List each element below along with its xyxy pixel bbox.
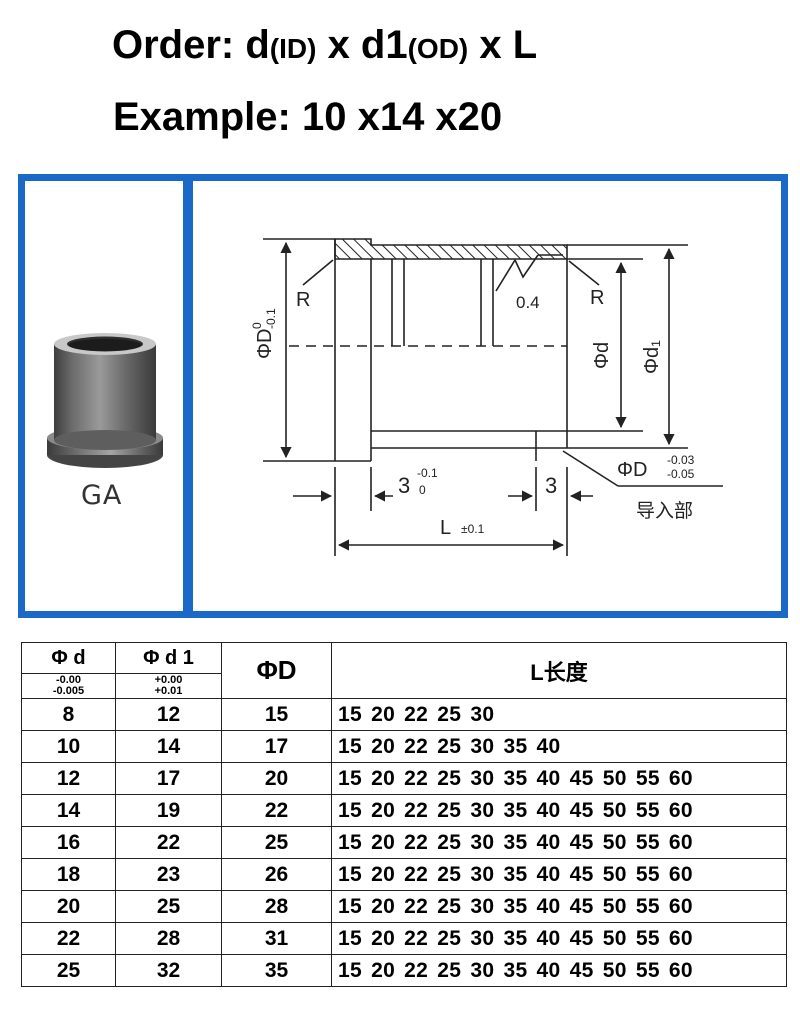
dim-3-left: 3 bbox=[398, 473, 410, 498]
cell-d1: 17 bbox=[115, 762, 222, 795]
cell-d1: 19 bbox=[115, 794, 222, 827]
cell-L: 15 20 22 25 30 35 40 45 50 55 60 bbox=[331, 922, 787, 955]
table-row: 20 25 28 15 20 22 25 30 35 40 45 50 55 6… bbox=[21, 890, 787, 923]
cell-d: 22 bbox=[21, 922, 116, 955]
technical-drawing: R R 0.4 ΦD 0 -0.1 Φd Φd₁ 3 -0.1 0 3 L ±0… bbox=[250, 238, 723, 556]
cell-d: 12 bbox=[21, 762, 116, 795]
dim-D-tol-upper: 0 bbox=[250, 322, 264, 329]
frame-divider bbox=[183, 174, 193, 618]
cell-d1: 28 bbox=[115, 922, 222, 955]
dim-3-left-tol-lower: 0 bbox=[419, 483, 426, 497]
cell-d: 20 bbox=[21, 890, 116, 923]
cell-D: 25 bbox=[221, 826, 332, 859]
d1-tol-lower: +0.01 bbox=[154, 685, 183, 697]
order-mid: x d1 bbox=[316, 23, 408, 67]
cell-D: 35 bbox=[221, 954, 332, 987]
cell-d1: 22 bbox=[115, 826, 222, 859]
order-example: Example: 10 x14 x20 bbox=[113, 95, 503, 139]
size-table: Φ d Φ d 1 ΦD L长度 -0.00 -0.005 +0.00 +0.0… bbox=[21, 642, 787, 987]
cell-d: 18 bbox=[21, 858, 116, 891]
cell-D: 20 bbox=[221, 762, 332, 795]
cell-D: 28 bbox=[221, 890, 332, 923]
header-D: ΦD bbox=[221, 642, 332, 699]
header-L: L长度 bbox=[331, 642, 787, 699]
cell-D: 31 bbox=[221, 922, 332, 955]
dim-D-tol-lower: -0.1 bbox=[264, 308, 278, 329]
cell-D: 22 bbox=[221, 794, 332, 827]
cell-L: 15 20 22 25 30 35 40 45 50 55 60 bbox=[331, 954, 787, 987]
cell-d: 10 bbox=[21, 730, 116, 763]
product-model-label: GA bbox=[81, 480, 123, 511]
cell-D: 26 bbox=[221, 858, 332, 891]
cell-L: 15 20 22 25 30 35 40 45 50 55 60 bbox=[331, 890, 787, 923]
table-row: 14 19 22 15 20 22 25 30 35 40 45 50 55 6… bbox=[21, 794, 787, 827]
header-d1: Φ d 1 bbox=[115, 642, 222, 674]
cell-D: 17 bbox=[221, 730, 332, 763]
cell-L: 15 20 22 25 30 35 40 45 50 55 60 bbox=[331, 794, 787, 827]
label-r-left: R bbox=[296, 289, 310, 311]
label-r-right: R bbox=[590, 287, 604, 309]
dim-d-label: Φd bbox=[591, 342, 613, 369]
dim-d1-label: Φd₁ bbox=[641, 340, 663, 374]
lead-in-label: 导入部 bbox=[636, 500, 693, 522]
cell-d1: 12 bbox=[115, 698, 222, 731]
table-row: 18 23 26 15 20 22 25 30 35 40 45 50 55 6… bbox=[21, 858, 787, 891]
header-d: Φ d bbox=[21, 642, 116, 674]
lead-in-dim: ΦD bbox=[617, 459, 647, 481]
cell-d1: 23 bbox=[115, 858, 222, 891]
table-row: 8 12 15 15 20 22 25 30 bbox=[21, 698, 787, 731]
order-od-note: (OD) bbox=[407, 33, 469, 64]
dim-3-right: 3 bbox=[545, 473, 557, 498]
dim-L-tol: ±0.1 bbox=[461, 522, 485, 536]
cell-d: 16 bbox=[21, 826, 116, 859]
cell-D: 15 bbox=[221, 698, 332, 731]
cell-d1: 25 bbox=[115, 890, 222, 923]
cell-d1: 32 bbox=[115, 954, 222, 987]
header-d-tol: -0.00 -0.005 bbox=[21, 673, 116, 699]
table-row: 16 22 25 15 20 22 25 30 35 40 45 50 55 6… bbox=[21, 826, 787, 859]
order-id-note: (ID) bbox=[269, 33, 317, 64]
product-frame bbox=[18, 174, 788, 618]
order-prefix: Order: d bbox=[112, 23, 270, 67]
lead-in-tol-upper: -0.03 bbox=[667, 453, 695, 467]
d-tol-lower: -0.005 bbox=[52, 685, 85, 697]
lead-in-tol-lower: -0.05 bbox=[667, 467, 695, 481]
dim-3-left-tol-upper: -0.1 bbox=[417, 466, 438, 480]
d1-tol-upper: +0.00 bbox=[154, 674, 183, 686]
order-format: Order: d(ID) x d1(OD) x L bbox=[112, 18, 537, 76]
table-row: 22 28 31 15 20 22 25 30 35 40 45 50 55 6… bbox=[21, 922, 787, 955]
table-row: 25 32 35 15 20 22 25 30 35 40 45 50 55 6… bbox=[21, 954, 787, 987]
dim-D-label: ΦD bbox=[254, 329, 276, 359]
roughness-value: 0.4 bbox=[516, 293, 540, 312]
cell-d1: 14 bbox=[115, 730, 222, 763]
dim-L-label: L bbox=[440, 517, 451, 539]
order-suffix: x L bbox=[468, 23, 538, 67]
cell-d: 14 bbox=[21, 794, 116, 827]
cell-d: 25 bbox=[21, 954, 116, 987]
cell-L: 15 20 22 25 30 35 40 45 50 55 60 bbox=[331, 762, 787, 795]
cell-L: 15 20 22 25 30 35 40 45 50 55 60 bbox=[331, 858, 787, 891]
table-row: 10 14 17 15 20 22 25 30 35 40 bbox=[21, 730, 787, 763]
cell-L: 15 20 22 25 30 bbox=[331, 698, 787, 731]
bushing-photo bbox=[47, 333, 163, 468]
cell-L: 15 20 22 25 30 35 40 45 50 55 60 bbox=[331, 826, 787, 859]
d-tol-upper: -0.00 bbox=[55, 674, 82, 686]
cell-L: 15 20 22 25 30 35 40 bbox=[331, 730, 787, 763]
cell-d: 8 bbox=[21, 698, 116, 731]
header-d1-tol: +0.00 +0.01 bbox=[115, 673, 222, 699]
table-row: 12 17 20 15 20 22 25 30 35 40 45 50 55 6… bbox=[21, 762, 787, 795]
